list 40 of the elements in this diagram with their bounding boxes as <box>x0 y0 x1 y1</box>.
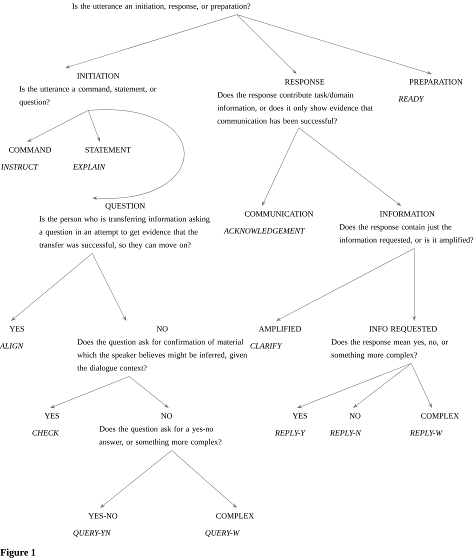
category-label: PREPARATION READY <box>398 79 463 102</box>
figure-caption: Figure 1 <box>0 548 36 558</box>
category-label: YES CHECK <box>32 413 60 436</box>
decision-question: INFO REQUESTED Does the response mean yes, no, or something more complex? <box>331 326 448 360</box>
arrow <box>297 363 412 408</box>
decision-question: INITIATION Is the utterance a command, statement, or question? <box>19 73 156 106</box>
category-label: COMMUNICATION ACKNOWLEDGEMENT <box>224 211 314 234</box>
arrow <box>410 363 432 408</box>
arrow <box>298 128 401 206</box>
arrow <box>92 253 126 321</box>
decision-question: INFORMATION Does the response contain just the information requested, or is it amplified? <box>339 211 474 244</box>
arrow <box>50 376 130 408</box>
arrow <box>353 363 412 408</box>
arrow <box>88 110 100 142</box>
decision-question: QUESTION Is the person who is transferring information asking a question in an attempt to get evidence that the transfer was successful, so they can move on? <box>39 203 210 250</box>
decision-question: NO Does the question ask for confirmation of material which the speaker believes might be inferred, given the dialogue context? <box>77 326 248 372</box>
decision-question: RESPONSE Does the response contribute task/domain information, or does it only show evidence that communication has been successful? <box>217 79 373 124</box>
category-label: YES REPLY-Y <box>274 413 308 436</box>
arrow <box>66 14 238 68</box>
arrow <box>11 253 92 321</box>
category-label: COMPLEX QUERY-W <box>205 513 254 537</box>
arrow <box>27 110 88 142</box>
arrow <box>100 450 172 508</box>
category-label: COMMAND INSTRUCT <box>0 147 51 170</box>
arrow <box>171 450 237 508</box>
category-label: YES-NO QUERY-YN <box>73 513 118 537</box>
arrow <box>128 376 168 408</box>
arrow <box>412 248 416 320</box>
arrow <box>236 14 432 74</box>
arrow <box>276 248 414 321</box>
question-text: Is the utterance an initiation, response, or preparation? <box>72 3 250 10</box>
category-label: NO REPLY-N <box>330 413 362 436</box>
category-label: AMPLIFIED CLARIFY <box>250 326 302 349</box>
category-label: COMPLEX REPLY-W <box>410 413 459 436</box>
arrow <box>88 110 184 200</box>
arrow <box>236 14 296 74</box>
category-label: YES ALIGN <box>0 326 24 349</box>
decision-question: NO Does the question ask for a yes-no answer, or something more complex? <box>99 413 222 446</box>
arrow <box>262 128 299 206</box>
category-label: STATEMENT EXPLAIN <box>72 147 131 170</box>
